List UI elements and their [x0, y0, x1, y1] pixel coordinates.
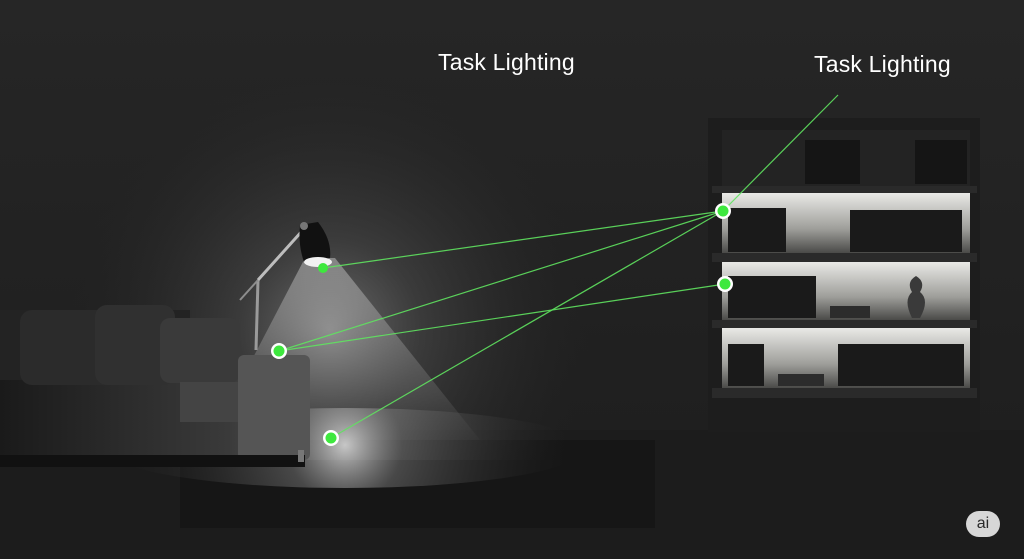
shelf-middle-marker[interactable] [717, 276, 733, 292]
bookcase [708, 118, 980, 432]
annotation-label-task-lighting-1: Task Lighting [438, 49, 575, 75]
annotation-label-task-lighting-2: Task Lighting [814, 51, 951, 77]
annotation-connectors [278, 94, 839, 439]
ai-watermark-badge: ai [966, 511, 1000, 537]
floor-marker[interactable] [323, 430, 339, 446]
sofa-arm-marker[interactable] [271, 343, 287, 359]
shelf-upper-marker[interactable] [715, 203, 731, 219]
floor-lamp [239, 222, 332, 351]
sofa [0, 305, 310, 467]
lamp-marker[interactable] [318, 263, 328, 273]
